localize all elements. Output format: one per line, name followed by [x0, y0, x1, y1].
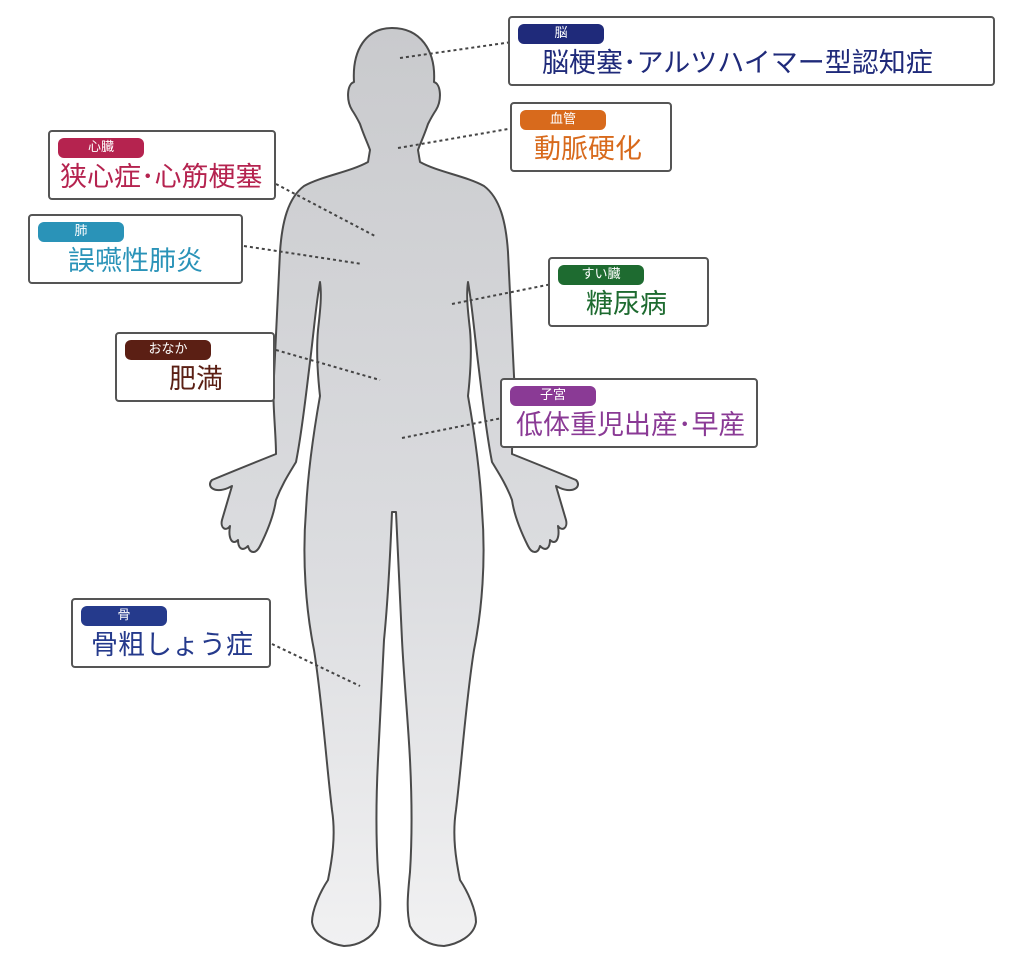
organ-tag-vessels: 血管 [520, 110, 606, 130]
organ-tag-belly: おなか [125, 340, 211, 360]
leader-brain [399, 41, 513, 59]
callout-bone: 骨 骨粗しょう症 [71, 598, 271, 668]
organ-tag-heart: 心臓 [58, 138, 144, 158]
leader-lines [243, 41, 553, 687]
callout-lungs: 肺 誤嚥性肺炎 [28, 214, 243, 284]
disease-label-lungs: 誤嚥性肺炎 [68, 246, 203, 277]
disease-label-bone: 骨粗しょう症 [91, 630, 253, 661]
leader-pancreas [451, 283, 553, 305]
leader-lungs [243, 245, 363, 265]
leader-heart [275, 183, 376, 237]
organ-tag-pancreas: すい臓 [558, 265, 644, 285]
disease-label-uterus: 低体重児出産･早産 [516, 410, 746, 441]
disease-label-pancreas: 糖尿病 [586, 289, 667, 320]
callout-uterus: 子宮 低体重児出産･早産 [500, 378, 758, 448]
leader-belly [275, 349, 381, 381]
human-silhouette [209, 27, 579, 947]
callout-pancreas: すい臓 糖尿病 [548, 257, 709, 327]
callout-belly: おなか 肥満 [115, 332, 275, 402]
disease-label-brain: 脳梗塞･アルツハイマー型認知症 [542, 48, 933, 79]
leader-vessels [397, 127, 515, 149]
disease-label-belly: 肥満 [169, 364, 223, 395]
callout-heart: 心臓 狭心症･心筋梗塞 [48, 130, 276, 200]
callout-vessels: 血管 動脈硬化 [510, 102, 672, 172]
organ-tag-uterus: 子宮 [510, 386, 596, 406]
leader-uterus [401, 417, 503, 439]
disease-label-vessels: 動脈硬化 [534, 134, 642, 165]
organ-tag-bone: 骨 [81, 606, 167, 626]
callout-brain: 脳 脳梗塞･アルツハイマー型認知症 [508, 16, 995, 86]
disease-label-heart: 狭心症･心筋梗塞 [60, 162, 263, 193]
organ-tag-brain: 脳 [518, 24, 604, 44]
organ-tag-lungs: 肺 [38, 222, 124, 242]
leader-bone [271, 643, 361, 687]
